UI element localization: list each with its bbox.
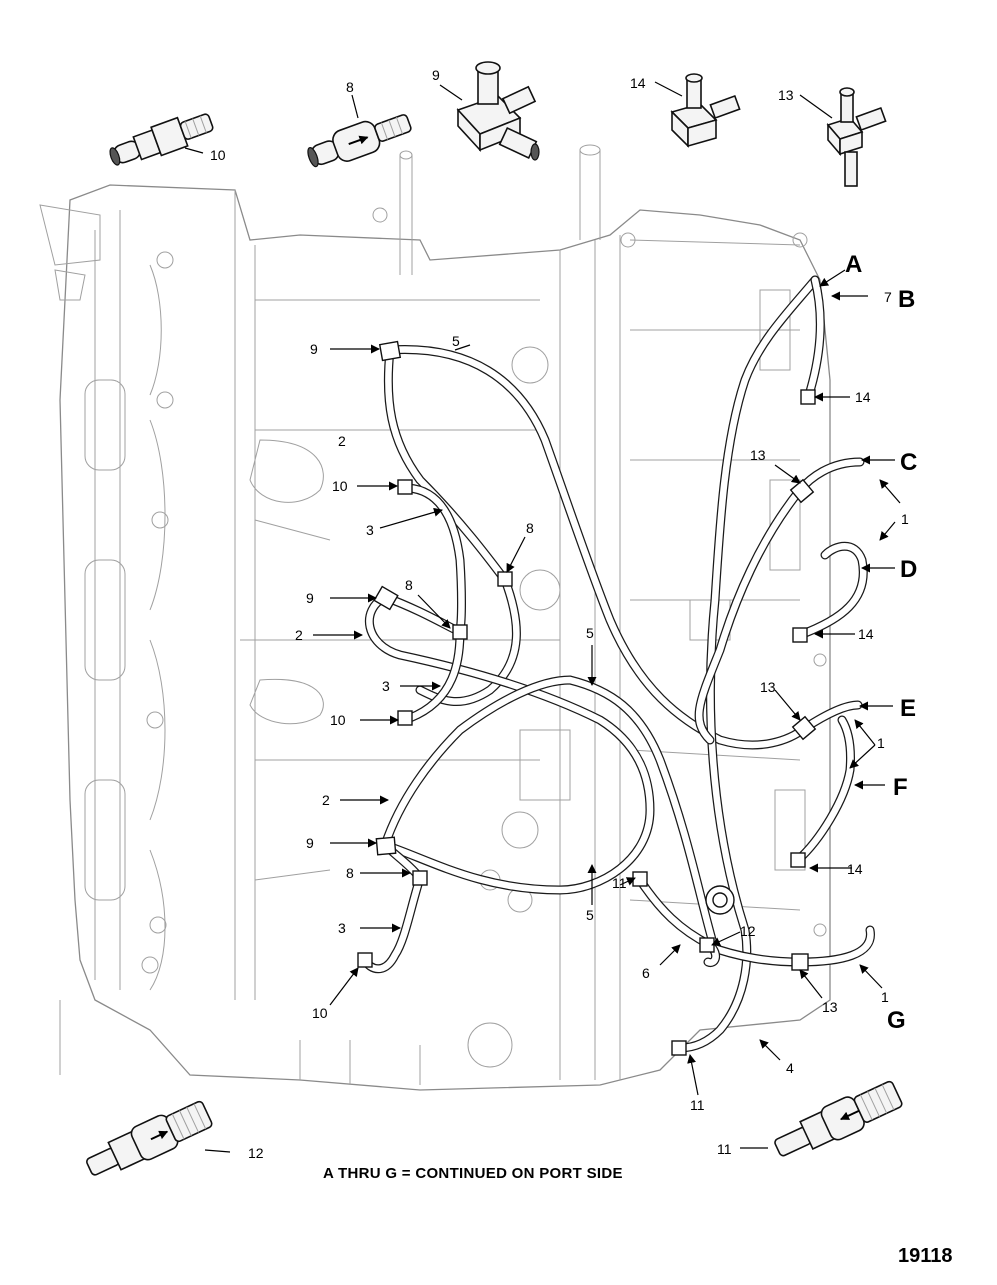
callout-1-upper: 1 [901,511,909,527]
letter-f: F [893,774,908,801]
callout-10-lower: 10 [312,1005,328,1021]
callout-2-middle: 2 [295,627,303,643]
callout-5-upper: 5 [452,333,460,349]
callout-8-upper: 8 [526,520,534,536]
callout-3-upper: 3 [366,522,374,538]
callout-4: 4 [786,1060,794,1076]
callout-14-top: 14 [630,75,646,91]
callout-1-lower: 1 [881,989,889,1005]
callout-12-part: 12 [248,1145,264,1161]
callout-7: 7 [884,289,892,305]
callout-10-upper: 10 [332,478,348,494]
callout-11-lower: 11 [690,1097,705,1113]
callout-10-middle: 10 [330,712,346,728]
continuation-letters: A B C D E F G [845,251,917,1034]
part-11-illustration [774,1080,903,1157]
callout-14-lower: 14 [847,861,863,877]
callout-9-upper: 9 [310,341,318,357]
callout-8-middle: 8 [405,577,413,593]
part-14-illustration [670,73,741,148]
letter-e: E [900,695,916,722]
inline-fittings [357,340,817,1056]
callout-9-middle: 9 [306,590,314,606]
callout-10-top: 10 [210,147,226,163]
hose-network [360,275,875,1053]
callout-9-lower: 9 [306,835,314,851]
letter-a: A [845,251,862,278]
letter-b: B [898,286,915,313]
callout-2-lower: 2 [322,792,330,808]
callout-3-middle: 3 [382,678,390,694]
callout-13-top: 13 [778,87,794,103]
part-13-illustration [826,87,887,187]
part-12-illustration [86,1100,213,1176]
callout-3-lower: 3 [338,920,346,936]
letter-c: C [900,449,917,476]
callout-6: 6 [642,965,650,981]
letter-g: G [887,1007,906,1034]
callout-9-top: 9 [432,67,440,83]
part-10-illustration [109,113,214,166]
callout-8-lower: 8 [346,865,354,881]
callout-8-top: 8 [346,79,354,95]
callout-1-middle: 1 [877,735,885,751]
callout-2-upper: 2 [338,433,346,449]
callout-5-middle: 5 [586,625,594,641]
callout-12-middle: 12 [740,923,756,939]
callout-11-middle: 11 [612,875,627,891]
callout-labels: 10 8 9 14 13 9 5 7 14 2 10 3 8 13 1 9 8 … [210,67,909,1161]
callout-11-part: 11 [717,1141,732,1157]
part-9-illustration [456,61,540,161]
callout-5-lower: 5 [586,907,594,923]
letter-d: D [900,556,917,583]
leader-lines [184,81,901,1153]
callout-14-upper: 14 [855,389,871,405]
figure-number: 19118 [898,1245,953,1267]
callout-14-middle: 14 [858,626,874,642]
part-8-illustration [307,114,412,168]
diagram-caption: A THRU G = CONTINUED ON PORT SIDE [323,1165,623,1182]
callout-13-middle: 13 [760,679,776,695]
callout-13-upper: 13 [750,447,766,463]
callout-13-lower: 13 [822,999,838,1015]
